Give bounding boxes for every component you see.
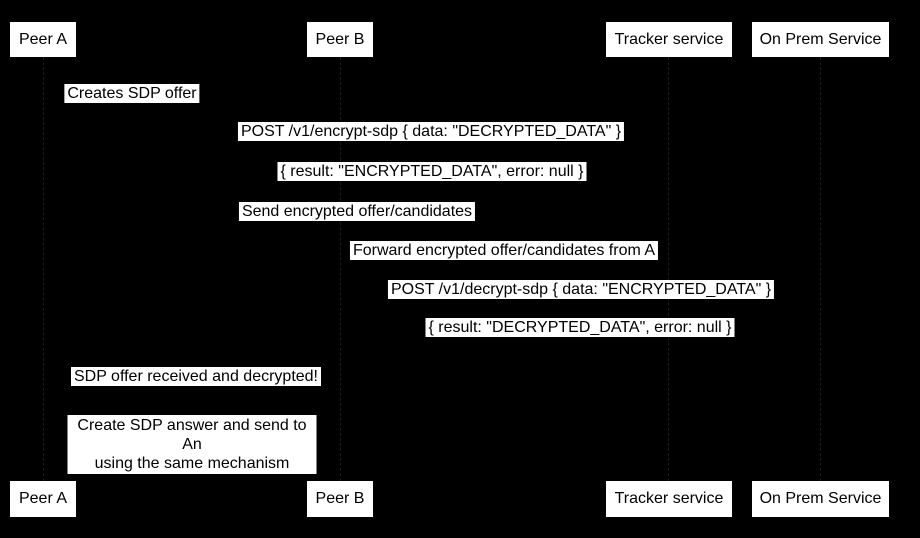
actor-bottom-peer-b: Peer B xyxy=(307,481,373,517)
actor-label: On Prem Service xyxy=(759,490,882,507)
actor-label: Peer B xyxy=(315,30,365,48)
lifeline-tracker-service xyxy=(668,57,669,481)
actor-bottom-on-prem-service: On Prem Service xyxy=(752,481,889,517)
lifeline-peer-b xyxy=(340,57,341,481)
note-create-sdp-answer: Create SDP answer and send to An using t… xyxy=(67,415,317,474)
actor-label: Peer A xyxy=(18,30,68,48)
actor-bottom-tracker-service: Tracker service xyxy=(606,481,732,517)
message-sdp-offer-received: SDP offer received and decrypted! xyxy=(71,367,321,386)
lifeline-on-prem-service xyxy=(820,57,821,481)
message-decrypt-result: { result: "DECRYPTED_DATA", error: null … xyxy=(425,318,735,337)
note-line-2: using the same mechanism xyxy=(94,455,290,472)
actor-bottom-peer-a: Peer A xyxy=(10,481,76,517)
actor-label: Peer B xyxy=(315,490,365,507)
actor-top-peer-a: Peer A xyxy=(10,22,76,57)
message-post-encrypt-sdp: POST /v1/encrypt-sdp { data: "DECRYPTED_… xyxy=(237,122,625,141)
note-line-1: Create SDP answer and send to An xyxy=(77,417,307,453)
message-send-encrypted-offer: Send encrypted offer/candidates xyxy=(238,202,476,221)
actor-label: Tracker service xyxy=(614,30,724,48)
message-forward-encrypted-offer: Forward encrypted offer/candidates from … xyxy=(349,241,659,260)
actor-label: Tracker service xyxy=(614,490,724,507)
actor-label: On Prem Service xyxy=(759,30,882,48)
lifeline-peer-a xyxy=(43,57,44,481)
message-encrypt-result: { result: "ENCRYPTED_DATA", error: null … xyxy=(277,162,587,181)
message-creates-sdp-offer: Creates SDP offer xyxy=(64,84,200,103)
actor-label: Peer A xyxy=(18,490,68,507)
actor-top-peer-b: Peer B xyxy=(307,22,373,57)
actor-top-tracker-service: Tracker service xyxy=(606,22,732,57)
actor-top-on-prem-service: On Prem Service xyxy=(752,22,889,57)
message-post-decrypt-sdp: POST /v1/decrypt-sdp { data: "ENCRYPTED_… xyxy=(387,280,775,299)
